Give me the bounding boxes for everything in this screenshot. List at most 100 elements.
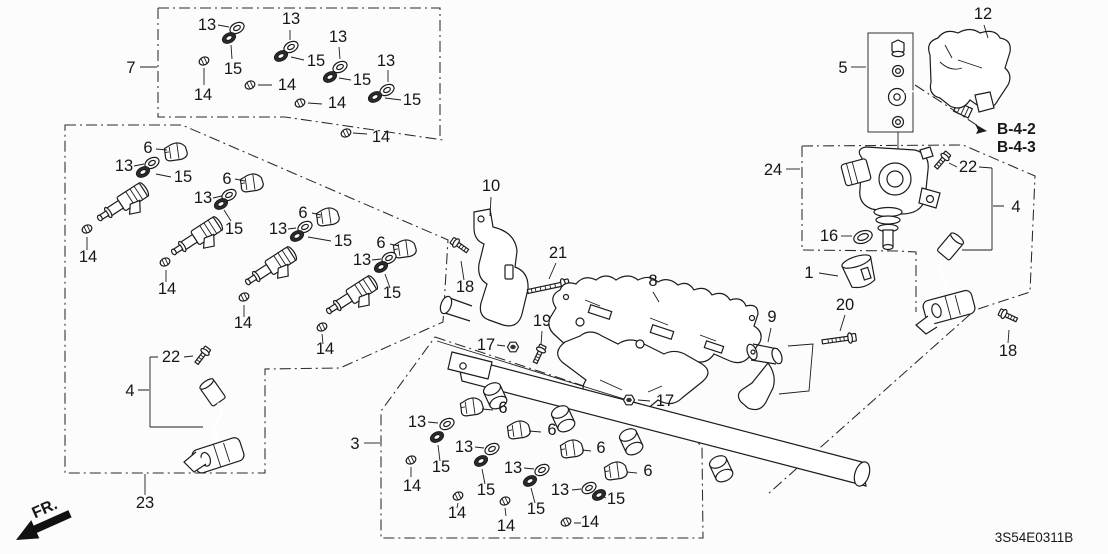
callout-15: 15	[607, 490, 625, 508]
callout-1: 1	[804, 264, 813, 282]
callout-13: 13	[353, 251, 371, 269]
rail-cups	[482, 382, 734, 483]
cap-icon	[498, 494, 512, 508]
seal-ring-icon	[521, 472, 539, 490]
callout-19: 19	[533, 312, 551, 330]
injector-clip-icon	[559, 437, 585, 460]
cap-icon	[197, 54, 211, 68]
callout-18: 18	[999, 342, 1017, 360]
right-feed-pipe	[915, 232, 976, 335]
callout-15: 15	[307, 52, 325, 70]
callout-7: 7	[126, 59, 135, 77]
callout-4: 4	[1011, 198, 1020, 216]
callout-14: 14	[234, 314, 252, 332]
boundary-left-injector-set	[64, 124, 449, 474]
callout-14: 14	[194, 86, 212, 104]
seal-kit-region: 7 13 15 14 13 15 14 13 15 14 13 15 14	[126, 10, 421, 146]
injector-clip-icon	[163, 140, 189, 163]
callout-13: 13	[269, 220, 287, 238]
ref-b42: B-4-2	[997, 121, 1036, 138]
fuel-feed-pipe	[183, 378, 245, 474]
callout-21: 21	[549, 244, 567, 262]
callout-13: 13	[377, 52, 395, 70]
fuel-injector	[93, 180, 156, 234]
sensor-bracket	[737, 343, 814, 411]
callout-15: 15	[527, 500, 545, 518]
boundary-fuel-rail-set	[380, 336, 704, 539]
pump-cover	[928, 28, 1011, 113]
callout-9: 9	[767, 308, 776, 326]
cap-icon	[559, 515, 573, 529]
callout-6: 6	[222, 170, 231, 188]
callout-6: 6	[298, 204, 307, 222]
callout-14: 14	[372, 128, 390, 146]
boundary-pump-region	[767, 144, 1036, 495]
bolt-20	[820, 331, 858, 348]
pipe-bracket	[439, 208, 529, 327]
injector-clip-icon	[239, 171, 265, 194]
cap-icon	[451, 489, 465, 503]
callout-14: 14	[328, 94, 346, 112]
callout-15: 15	[403, 91, 421, 109]
callout-6: 6	[596, 439, 605, 457]
diagram-code: 3S54E0311B	[995, 530, 1074, 545]
callout-22: 22	[162, 348, 180, 366]
bolt-19	[530, 342, 549, 366]
callout-16: 16	[820, 227, 838, 245]
callout-12: 12	[974, 5, 992, 23]
fuel-injector	[241, 244, 304, 298]
callout-6: 6	[643, 462, 652, 480]
callout-17: 17	[656, 392, 674, 410]
cap-icon	[339, 126, 353, 140]
callout-14: 14	[497, 517, 515, 535]
fr-arrow-icon	[16, 510, 72, 540]
o-ring-icon	[437, 415, 457, 433]
cap-icon	[158, 255, 172, 269]
bolt-22	[931, 149, 953, 172]
callout-18: 18	[456, 278, 474, 296]
callout-14: 14	[403, 477, 421, 495]
seal-ring-icon	[428, 428, 446, 446]
nut-17	[622, 394, 636, 406]
region-boundaries	[64, 7, 1036, 539]
reference-arrow	[975, 124, 987, 134]
callout-5: 5	[838, 59, 847, 77]
injector-clip-icon	[506, 418, 532, 441]
seal-ring-icon	[472, 452, 490, 470]
callout-4: 4	[125, 382, 134, 400]
callout-13: 13	[408, 413, 426, 431]
callout-8: 8	[648, 272, 657, 290]
pump-region: 5 12 B-4-2 B-4-3 24	[737, 5, 1036, 411]
fuel-rail	[447, 351, 871, 487]
callout-20: 20	[836, 296, 854, 314]
callout-13: 13	[504, 459, 522, 477]
callout-14: 14	[448, 504, 466, 522]
callout-24: 24	[764, 161, 782, 179]
callout-14: 14	[79, 248, 97, 266]
cap-icon	[315, 320, 329, 334]
callout-14: 14	[278, 76, 296, 94]
ref-b43: B-4-3	[997, 139, 1036, 156]
nut-17	[506, 341, 520, 353]
callout-15: 15	[174, 168, 192, 186]
bolt-18	[448, 235, 471, 256]
callout-3: 3	[350, 435, 359, 453]
left-feed-pipe-assembly: 22 4 23	[125, 344, 245, 512]
callout-17: 17	[477, 336, 495, 354]
injector-clip-icon	[603, 459, 629, 482]
fuel-rail-region: 6 6 6 6 17 3 13 15 14 13 15 14 13 15 1	[350, 340, 871, 535]
injector-holder	[841, 254, 876, 289]
callout-15: 15	[432, 458, 450, 476]
callout-13: 13	[194, 189, 212, 207]
callout-13: 13	[455, 438, 473, 456]
callout-6: 6	[498, 399, 507, 417]
front-direction-marker: FR.	[16, 496, 72, 540]
injector-clip-icon	[315, 205, 341, 228]
injector-clip-icon	[459, 395, 485, 418]
fuel-injector	[322, 273, 385, 327]
bolt-22	[192, 344, 213, 367]
callout-15: 15	[383, 284, 401, 302]
callout-22: 22	[959, 158, 977, 176]
